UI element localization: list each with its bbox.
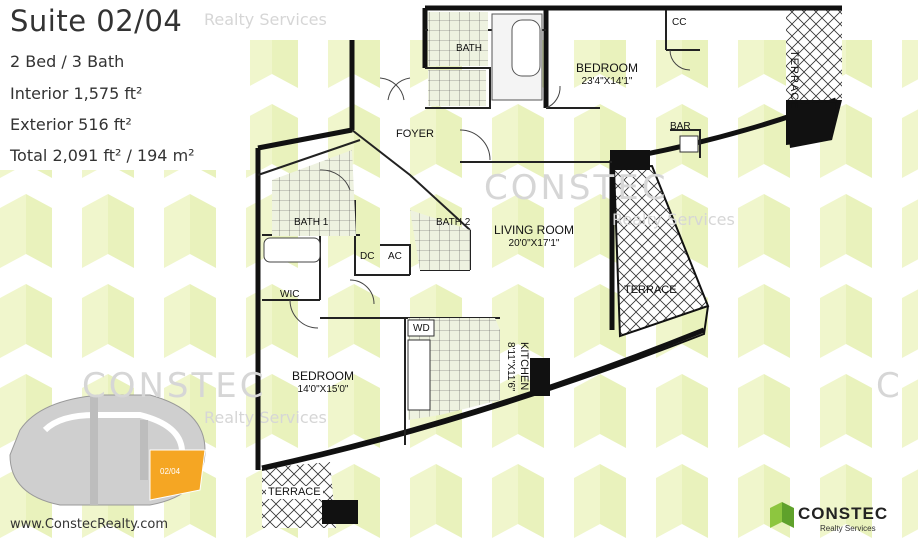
room-dc: DC [360,251,375,262]
room-bath1: BATH 1 [294,217,329,228]
room-living: LIVING ROOM 20'0"X17'1" [494,223,575,250]
room-cc-top: CC [672,17,687,28]
watermark-services-center: Realty Services [612,210,735,229]
room-terrace-right: TERRACE [624,284,677,296]
footer-brand-sub: Realty Services [820,524,876,533]
spec-exterior: Exterior 516 ft² [10,115,132,134]
bath2-tiles [410,210,470,270]
room-bath-top: BATH [456,43,482,54]
constec-logo [770,502,794,528]
room-bedroom-bottom: BEDROOM 14'0"X15'0" [292,369,355,396]
terrace-top [786,10,842,100]
room-terrace-bottom: TERRACE [266,486,323,499]
room-foyer: FOYER [396,128,434,140]
bath1-tiles [272,150,356,236]
watermark-brand-right: C [876,366,900,406]
footer-brand: CONSTEC [798,504,889,523]
room-wd: WD [413,323,430,334]
kitchen-tiles [408,318,500,420]
spec-total: Total 2,091 ft² / 194 m² [10,146,195,165]
spec-interior: Interior 1,575 ft² [10,84,143,103]
room-bar: BAR [670,121,691,132]
watermark-services-left: Realty Services [204,408,327,427]
watermark-services-top: Realty Services [204,10,327,29]
spec-beds-baths: 2 Bed / 3 Bath [10,52,125,71]
key-plan-unit-highlight [149,449,206,501]
room-kitchen: KITCHEN 8'11"X11'6" [505,342,530,392]
key-plan-unit-label: 02/04 [160,467,181,476]
room-bath2: BATH 2 [436,217,471,228]
key-plan [9,394,206,506]
watermark-brand-left: CONSTEC [82,366,267,406]
page-title: Suite 02/04 [10,4,183,38]
website-link[interactable]: www.ConstecRealty.com [10,517,168,532]
bath-top-tiles [428,12,488,66]
room-terrace-top: TERRACE [788,50,800,110]
watermark-brand-center: CONSTEC [484,168,669,208]
room-wic: WIC [280,289,300,300]
room-ac: AC [388,251,402,262]
room-bedroom-top: BEDROOM 23'4"X14'1" [576,61,639,88]
